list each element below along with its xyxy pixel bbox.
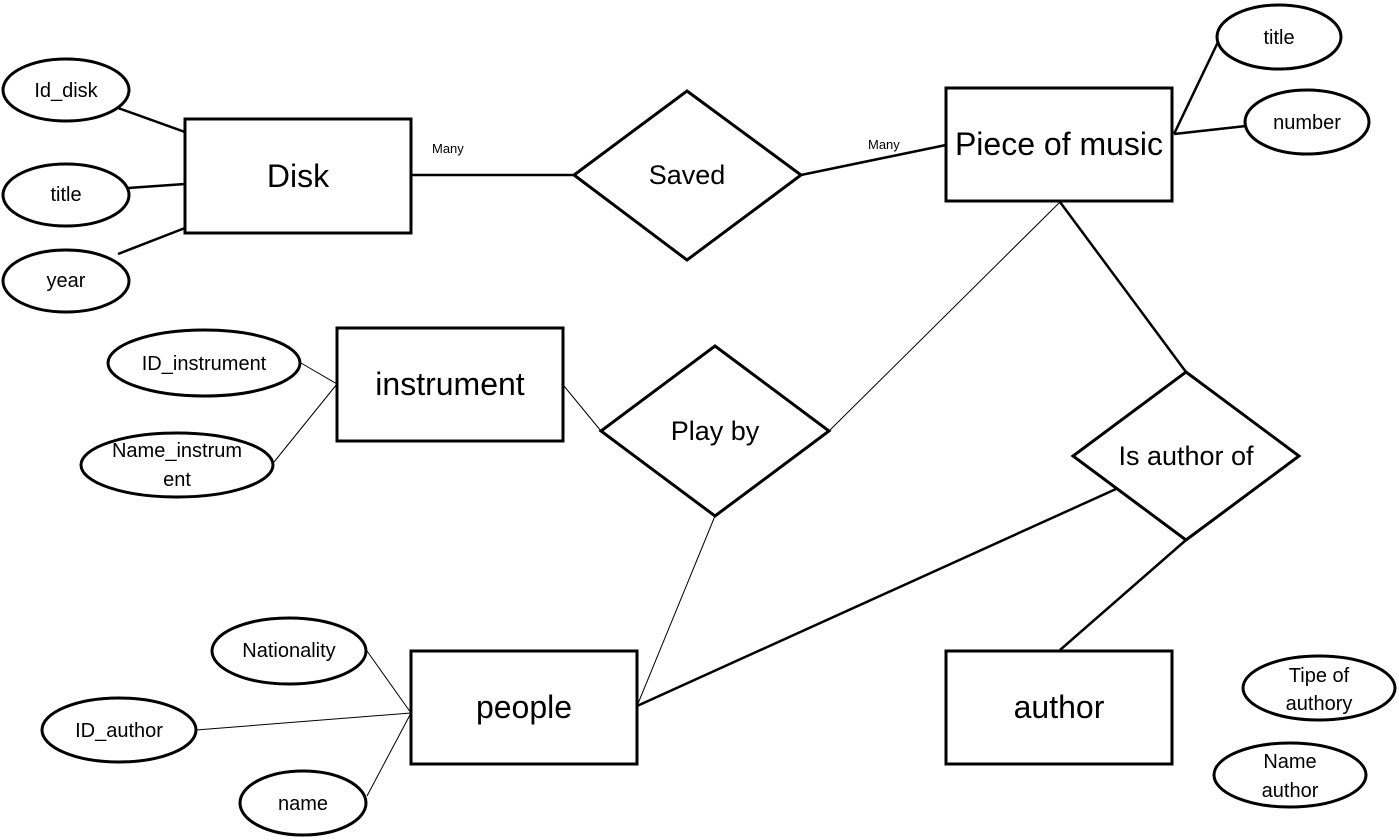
connector-title-disk	[127, 182, 186, 190]
attribute-name-author-line1: Name	[1263, 751, 1316, 773]
connector-is-author-of-author	[1059, 539, 1187, 651]
connector-saved-music	[800, 143, 947, 177]
attribute-disk-title[interactable]: title	[1, 162, 131, 228]
attribute-name-author[interactable]: Name author	[1212, 741, 1368, 809]
connector-nationality-people	[366, 650, 412, 714]
attribute-id-author[interactable]: ID_author	[40, 696, 198, 764]
attribute-name-instrument[interactable]: Name_instrum ent	[79, 431, 275, 499]
relationship-saved-label: Saved	[649, 160, 726, 190]
relationship-is-author-of[interactable]: Is author of	[1070, 370, 1302, 542]
attribute-music-title-label: title	[1263, 27, 1294, 49]
attribute-tipe-of-authory-line1: Tipe of	[1289, 665, 1350, 687]
entity-author-label: author	[1014, 689, 1105, 725]
entity-piece-of-music-label: Piece of music	[955, 126, 1163, 162]
cardinality-saved-music: Many	[868, 137, 900, 152]
attribute-id-author-label: ID_author	[75, 720, 163, 742]
attribute-id-instrument[interactable]: ID_instrument	[106, 328, 302, 398]
cardinality-disk-saved: Many	[432, 141, 464, 156]
connector-year-disk	[117, 226, 186, 256]
attribute-number[interactable]: number	[1243, 88, 1371, 156]
connector-instrument-play-by	[563, 385, 602, 432]
entity-people[interactable]: people	[409, 649, 639, 766]
connector-id-instrument	[300, 362, 338, 385]
attribute-tipe-of-authory-line2: authory	[1286, 693, 1353, 715]
attribute-nationality-label: Nationality	[242, 640, 335, 662]
connector-id-author-people	[195, 712, 412, 731]
attribute-id-instrument-label: ID_instrument	[142, 353, 267, 375]
attribute-name-author-line2: author	[1262, 780, 1319, 802]
attribute-music-title[interactable]: title	[1215, 3, 1343, 71]
entity-instrument-label: instrument	[375, 366, 525, 402]
attribute-name[interactable]: name	[238, 769, 368, 837]
entity-people-label: people	[476, 689, 572, 725]
connectors	[117, 41, 1247, 797]
attribute-id-disk-label: Id_disk	[34, 80, 98, 102]
relationship-saved[interactable]: Saved	[571, 89, 804, 262]
connector-music-play-by	[828, 201, 1061, 432]
attribute-name-instrument-line2: ent	[163, 469, 191, 491]
entity-author[interactable]: author	[944, 649, 1174, 766]
connector-music-is-author-of	[1058, 201, 1188, 373]
connector-name-people	[366, 712, 412, 797]
entity-piece-of-music[interactable]: Piece of music	[944, 86, 1174, 203]
connector-play-by-people	[636, 515, 716, 707]
relationship-play-by-label: Play by	[671, 416, 760, 446]
attribute-year[interactable]: year	[1, 248, 131, 314]
relationship-is-author-of-label: Is author of	[1118, 441, 1254, 471]
attribute-tipe-of-authory[interactable]: Tipe of authory	[1241, 654, 1397, 722]
relationship-play-by[interactable]: Play by	[598, 344, 832, 518]
connector-name-instrument	[273, 383, 338, 463]
entity-instrument[interactable]: instrument	[335, 326, 565, 443]
entity-disk[interactable]: Disk	[183, 117, 413, 235]
attribute-nationality[interactable]: Nationality	[210, 616, 368, 686]
attribute-disk-title-label: title	[50, 184, 81, 206]
attribute-id-disk[interactable]: Id_disk	[1, 57, 131, 123]
connector-music-title	[1172, 41, 1220, 135]
entity-disk-label: Disk	[267, 158, 330, 194]
connector-id-disk-disk	[117, 106, 186, 134]
connector-is-author-of-people	[636, 487, 1117, 708]
attribute-number-label: number	[1273, 112, 1341, 134]
attribute-name-instrument-line1: Name_instrum	[112, 440, 242, 462]
connector-music-number	[1173, 124, 1247, 136]
attribute-year-label: year	[47, 270, 86, 292]
attribute-name-label: name	[278, 793, 328, 815]
